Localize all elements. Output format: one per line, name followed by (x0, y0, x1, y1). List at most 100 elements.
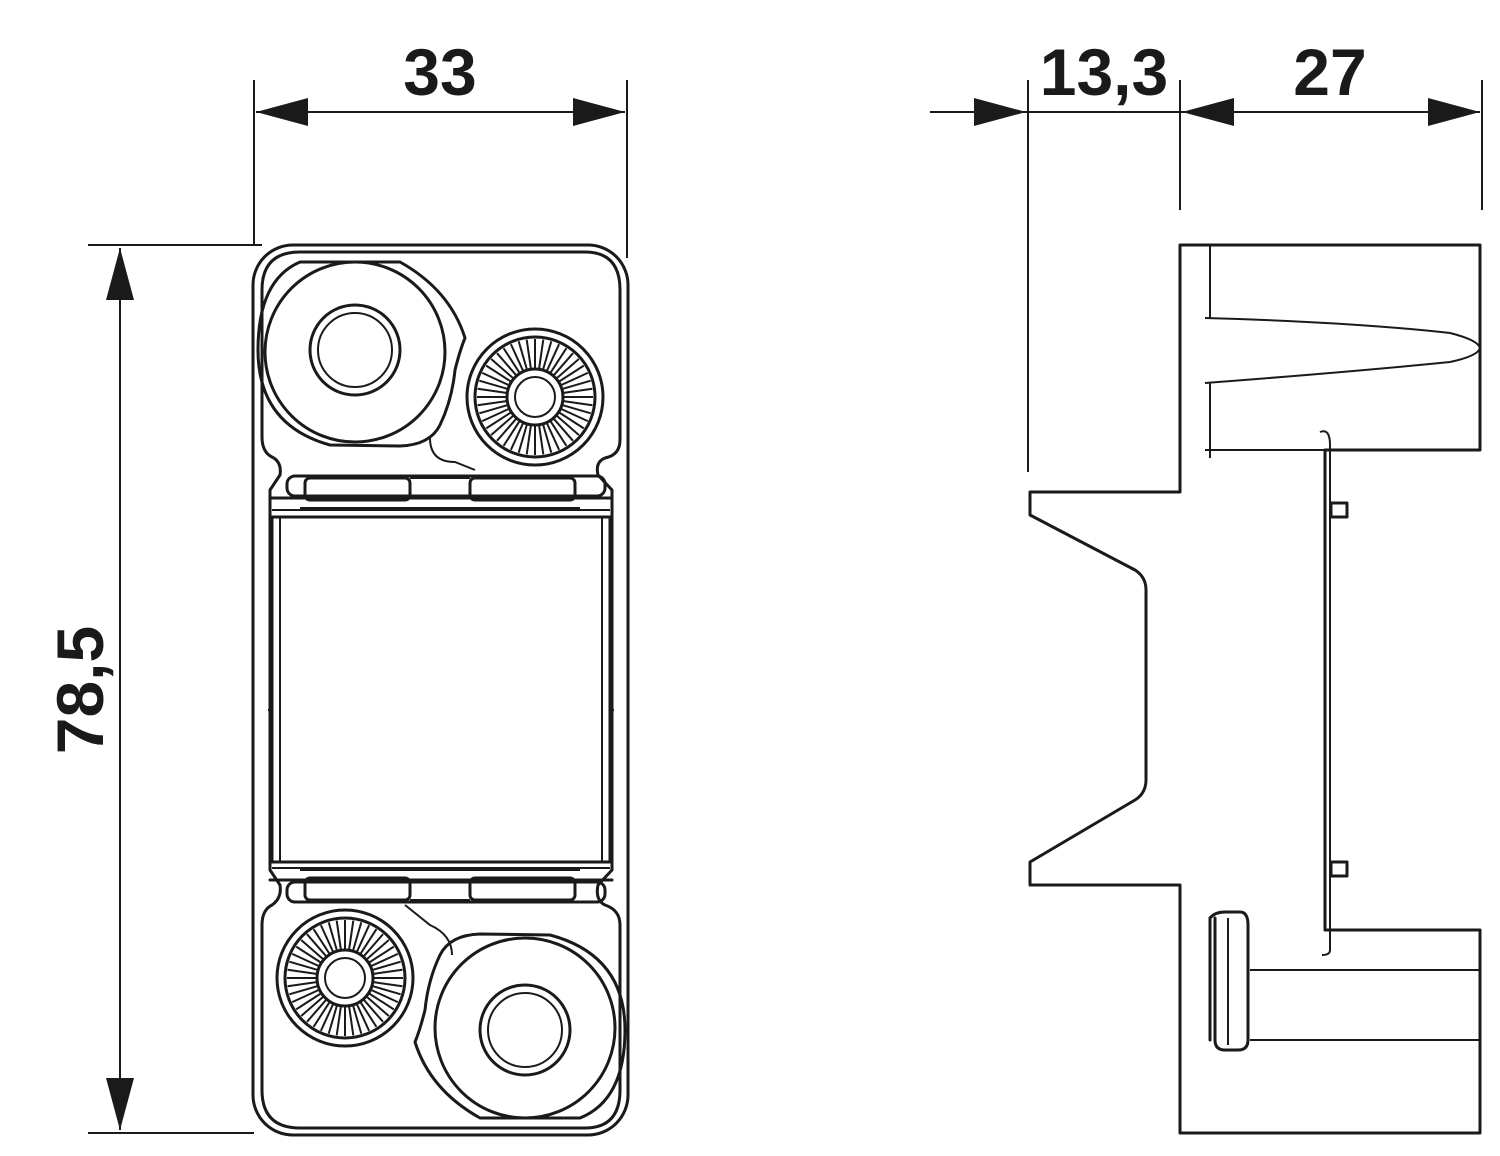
knurl-spoke (525, 339, 532, 370)
knurl-spoke (549, 420, 568, 447)
knurl-spoke (359, 1001, 378, 1028)
knurl-spoke (327, 922, 339, 952)
bottom-block-detail (1208, 910, 1480, 1052)
arrow-right-icon (573, 98, 625, 126)
knurl-spoke (371, 984, 401, 996)
terminal-bottom-right (413, 932, 627, 1120)
knurl-spoke (362, 933, 384, 958)
knurl-spoke (335, 1005, 342, 1036)
knurl-spoke (517, 341, 529, 371)
knurl-spoke (490, 414, 515, 436)
knurl-spoke (562, 387, 593, 394)
knurl-spoke (479, 379, 509, 391)
knurl-spoke (477, 387, 508, 394)
knurl-spoke (348, 1005, 355, 1036)
knurl-spoke (287, 981, 318, 988)
knurl-spoke (558, 364, 585, 383)
knurl-spoke (555, 358, 580, 380)
dimension-width: 33 (253, 35, 628, 258)
knurl-spoke (552, 417, 574, 442)
knurl-spoke (291, 988, 320, 1004)
knurl-spoke (485, 364, 512, 383)
terminal-top-left (256, 260, 476, 471)
knurl-spoke (295, 945, 322, 964)
knurl-spoke (306, 933, 328, 958)
knurl-spoke (481, 371, 510, 387)
knurl-spoke (538, 424, 545, 455)
knurl-spoke (481, 407, 510, 423)
knurl-spoke (335, 920, 342, 951)
knurl-spoke (545, 422, 561, 451)
knurl-spoke (289, 960, 319, 972)
knurl-spoke (538, 339, 545, 370)
center-window (268, 515, 614, 864)
knurl-spoke (541, 341, 553, 371)
knurl-spoke (545, 343, 561, 372)
front-view: 33 78,5 (43, 35, 630, 1137)
knurl-spoke (365, 939, 390, 961)
side-profile-outline (1028, 243, 1482, 1135)
screw-top-right (465, 327, 605, 467)
knurl-spoke (351, 922, 363, 952)
knurl-spoke (289, 984, 319, 996)
knurl-spoke (300, 939, 325, 961)
knurl-spoke (359, 928, 378, 955)
knurl-spoke (370, 952, 399, 968)
knurl-spoke (561, 379, 591, 391)
knurl-spoke (368, 992, 395, 1011)
housing-inner-contour (260, 250, 622, 1130)
knurl-spoke (555, 414, 580, 436)
knurl-spoke (562, 400, 593, 407)
knurl-spoke (291, 952, 320, 968)
knurl-spoke (348, 920, 355, 951)
knurl-spoke (502, 347, 521, 374)
knurl-spoke (312, 928, 331, 955)
knurl-spoke (509, 422, 525, 451)
dimension-side: 13,3 27 (930, 35, 1483, 472)
knurl-spoke (368, 945, 395, 964)
knurl-spoke (371, 960, 401, 972)
knurl-spoke (552, 352, 574, 377)
knurl-spoke (496, 417, 518, 442)
arrow-left-icon (1182, 98, 1234, 126)
housing-outline (251, 243, 630, 1137)
knurl-spoke (355, 924, 371, 953)
knurl-spoke (300, 995, 325, 1017)
knurl-spoke (502, 420, 521, 447)
knurl-spoke (312, 1001, 331, 1028)
knurl-spoke (370, 988, 399, 1004)
arrow-up-icon (106, 248, 134, 300)
knurl-spoke (295, 992, 322, 1011)
knurl-spoke (496, 352, 518, 377)
knurl-spoke (355, 1003, 371, 1032)
dimension-height: 78,5 (43, 244, 262, 1134)
knurl-spoke (558, 411, 585, 430)
lower-clip-strip (268, 867, 614, 904)
screw-bottom-left (275, 904, 453, 1048)
arrow-right-icon (974, 98, 1026, 126)
knurl-spoke (306, 998, 328, 1023)
knurl-spoke (319, 924, 335, 953)
knurl-spoke (541, 423, 553, 453)
arrow-right-icon (1428, 98, 1480, 126)
depth-label: 27 (1293, 35, 1366, 109)
height-label: 78,5 (43, 626, 117, 754)
knurl-spoke (549, 347, 568, 374)
arrow-left-icon (256, 98, 308, 126)
knurl-spoke (287, 968, 318, 975)
width-label: 33 (403, 35, 476, 109)
knurl-spoke (509, 343, 525, 372)
knurl-spoke (561, 403, 591, 415)
knurl-spoke (365, 995, 390, 1017)
knurl-spoke (319, 1003, 335, 1032)
knurl-spoke (477, 400, 508, 407)
knurl-spoke (372, 968, 403, 975)
side-view: 13,3 27 (930, 35, 1483, 1135)
knurl-spoke (560, 371, 589, 387)
knurl-spoke (351, 1004, 363, 1034)
knurl-spoke (490, 358, 515, 380)
side-pins (1329, 501, 1349, 878)
knurl-spoke (525, 424, 532, 455)
arrow-down-icon (106, 1078, 134, 1130)
